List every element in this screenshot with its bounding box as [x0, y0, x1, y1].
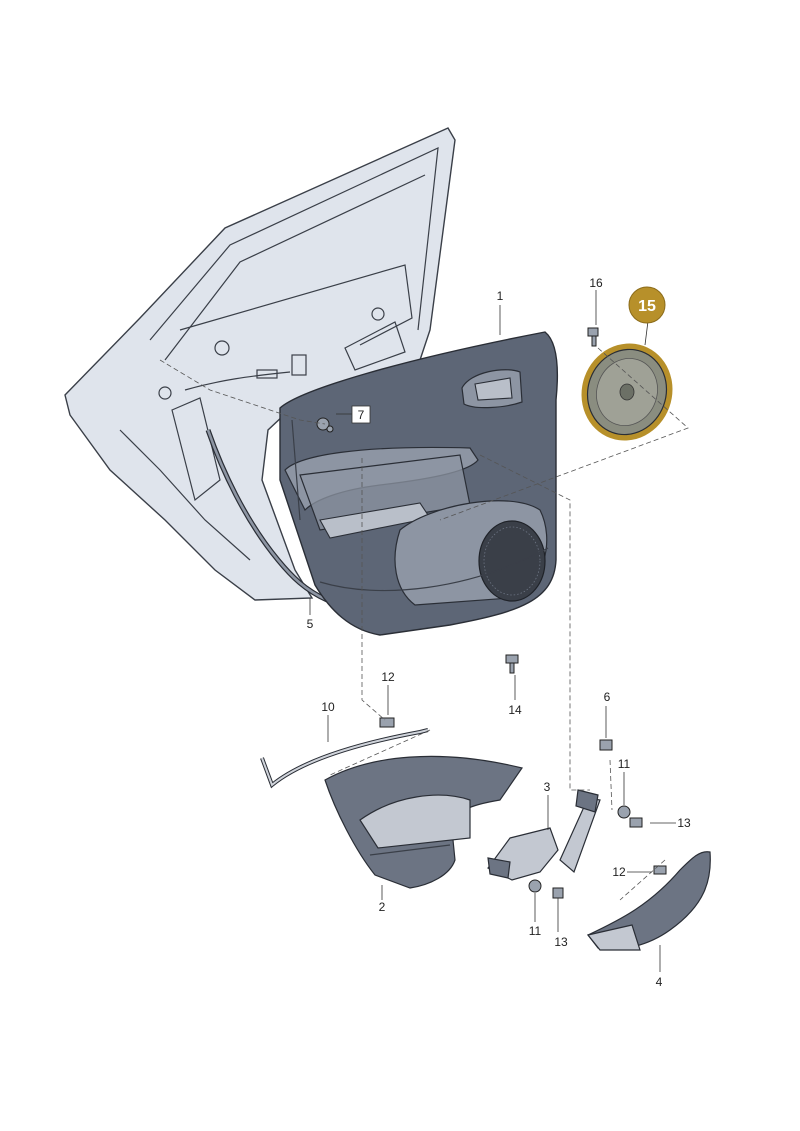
bracket-part-3	[487, 789, 601, 881]
callout-6: 6	[604, 690, 611, 704]
callout-11-right: 11	[618, 757, 631, 771]
washer-part-11-right	[617, 805, 631, 819]
callout-16: 16	[589, 276, 603, 290]
screw-part-13-lower	[552, 887, 564, 899]
clip-part-12-upper	[379, 717, 395, 728]
callout-3: 3	[544, 780, 551, 794]
callout-2: 2	[379, 900, 386, 914]
callout-15: 15	[638, 298, 656, 315]
seal-strip	[205, 429, 329, 603]
armrest-trim-part-2	[324, 755, 523, 889]
door-trim-panel	[279, 331, 559, 636]
callout-5: 5	[307, 617, 314, 631]
screw-part-6	[599, 739, 613, 751]
callout-7: 7	[358, 408, 365, 422]
callout-12-upper: 12	[381, 670, 395, 684]
callout-11-lower: 11	[529, 924, 542, 938]
door-frame	[64, 127, 456, 601]
washer-part-11-lower	[528, 879, 542, 893]
callout-labels: 1 2 3 4 5 6 7 10 11 11 12 12 13 13 14 16…	[307, 276, 691, 989]
callout-14: 14	[508, 703, 522, 717]
assembly-dashed-lines	[159, 347, 689, 901]
screw-part-14	[505, 654, 519, 674]
callout-15-badge	[628, 286, 666, 324]
clip-part-12-lower	[653, 865, 667, 875]
grip-trim-part-4	[586, 851, 711, 951]
cable-part-10	[260, 728, 429, 789]
callout-12-lower: 12	[612, 865, 626, 879]
screw-part-13-right	[629, 817, 643, 828]
callout-13-lower: 13	[554, 935, 568, 949]
callout-13-right: 13	[677, 816, 691, 830]
callout-10: 10	[321, 700, 335, 714]
callout-1: 1	[497, 289, 504, 303]
leader-lines	[309, 290, 676, 972]
loudspeaker-part-15	[581, 343, 673, 441]
screw-part-16	[587, 327, 599, 347]
callout-4: 4	[656, 975, 663, 989]
